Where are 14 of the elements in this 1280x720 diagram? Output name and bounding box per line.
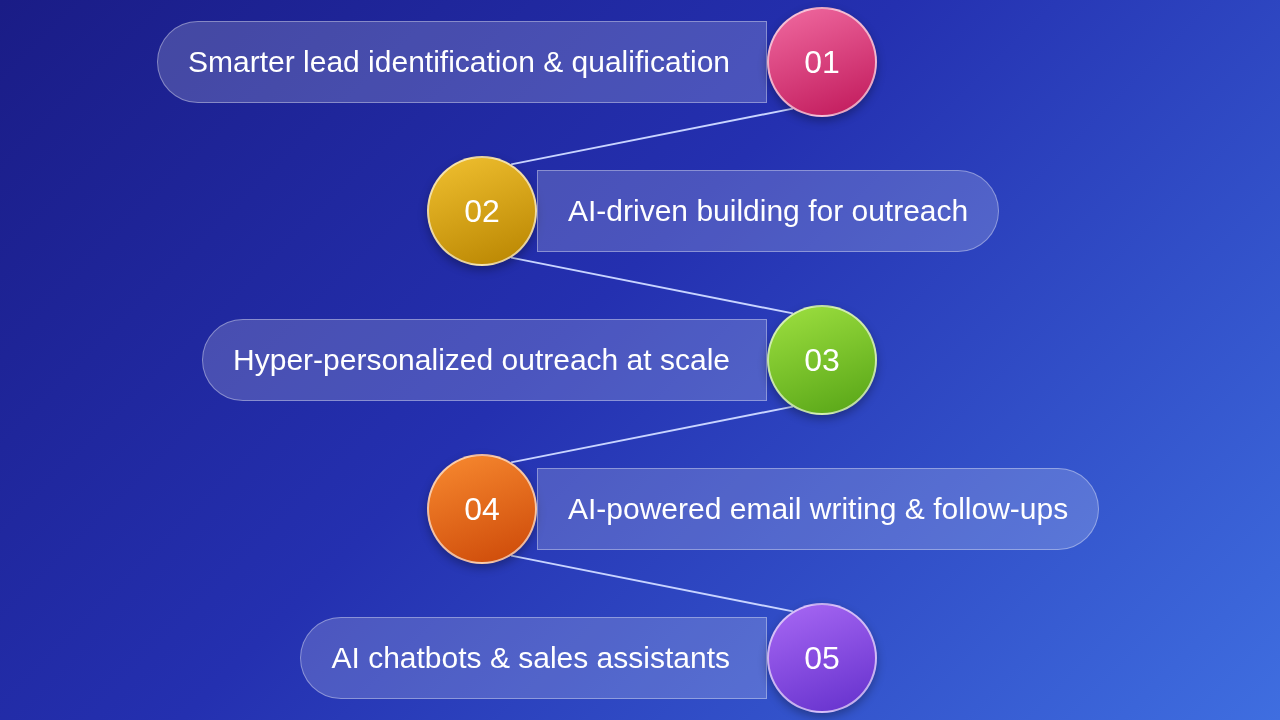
step-pill: AI-driven building for outreach: [537, 170, 1000, 252]
step-pill: Hyper-personalized outreach at scale: [202, 319, 767, 401]
step-number-circle: 02: [427, 156, 537, 266]
step-number-circle: 05: [767, 603, 877, 713]
connector-line: [510, 405, 794, 464]
step-number-circle: 03: [767, 305, 877, 415]
step-number-circle: 04: [427, 454, 537, 564]
step-pill: Smarter lead identification & qualification: [157, 21, 767, 103]
step-number-circle: 01: [767, 7, 877, 117]
step-pill: AI chatbots & sales assistants: [300, 617, 767, 699]
connector-line: [510, 107, 794, 166]
connector-line: [510, 256, 794, 315]
connector-line: [510, 554, 794, 613]
step-pill: AI-powered email writing & follow-ups: [537, 468, 1100, 550]
